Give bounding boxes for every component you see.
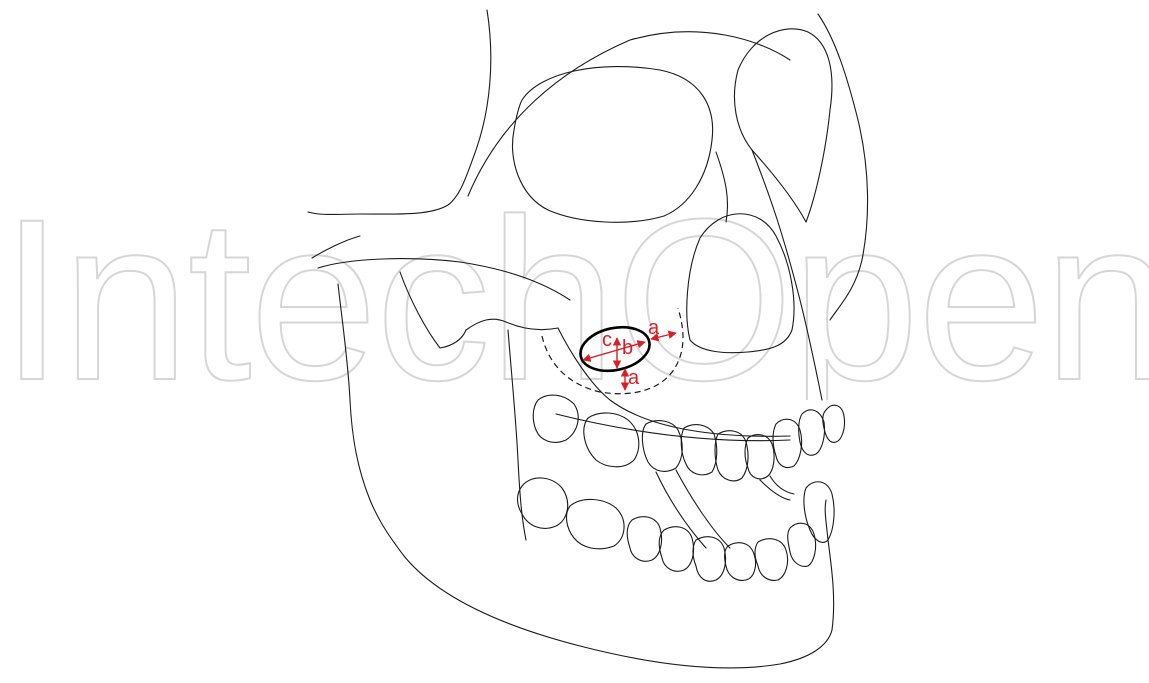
- ramus-posterior: [508, 330, 526, 540]
- mandible-ramus: [338, 284, 404, 556]
- frontal-process: [752, 150, 822, 400]
- label-a-top: a: [648, 317, 660, 339]
- mandible-chin: [825, 500, 833, 630]
- lower-canine: [693, 537, 726, 582]
- temporal-line: [818, 14, 868, 320]
- upper-premolar-1: [642, 421, 682, 472]
- upper-incisor-lateral: [745, 435, 774, 479]
- upper-incisor-central-2: [799, 410, 825, 455]
- label-c: c: [602, 329, 612, 351]
- maxilla-line: [558, 328, 790, 436]
- upper-canine: [715, 431, 748, 481]
- lower-premolar-1: [627, 517, 661, 562]
- zygomatic-process: [400, 272, 466, 348]
- mandible-lower-border: [404, 556, 832, 668]
- root-line-2: [656, 472, 706, 548]
- lower-incisor-front: [804, 482, 834, 543]
- defect-outline: [576, 321, 653, 377]
- lower-incisor-1: [725, 543, 756, 581]
- zygomatic-arch-upper: [318, 259, 570, 300]
- upper-molar-1: [533, 395, 578, 442]
- lower-molar-2: [567, 499, 625, 548]
- cranium-outline: [308, 10, 491, 215]
- lower-premolar-2: [659, 527, 693, 572]
- upper-incisor-central-1: [773, 419, 802, 467]
- nasal-aperture: [687, 214, 794, 353]
- right-orbit: [512, 67, 712, 223]
- label-a-bottom: a: [628, 367, 640, 389]
- label-b: b: [622, 337, 633, 359]
- lower-incisor-2: [755, 539, 788, 581]
- upper-molar-2: [584, 413, 639, 467]
- lower-incisor-3: [788, 523, 816, 566]
- lower-molar-1: [518, 478, 568, 528]
- zygomatic-arch-lower: [312, 236, 360, 258]
- zygoma-body: [466, 319, 558, 330]
- upper-incisor-front: [823, 405, 845, 442]
- nasal-bridge: [716, 152, 728, 222]
- dimension-arrow-c: [583, 342, 645, 360]
- root-line-1: [676, 470, 730, 548]
- left-orbit: [734, 29, 831, 222]
